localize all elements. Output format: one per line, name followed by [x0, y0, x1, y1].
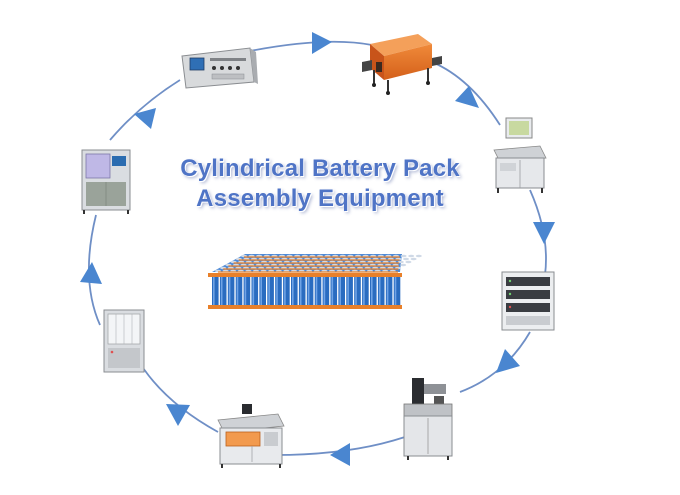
cell-body	[322, 276, 330, 306]
cell-highlight	[363, 276, 365, 306]
cell-body	[219, 276, 227, 306]
shrink-tunnel-icon	[362, 34, 442, 95]
cell-highlight	[228, 276, 231, 306]
cell-cap	[397, 260, 404, 264]
enclosed-workcell-icon	[103, 309, 145, 373]
cell-cap	[400, 263, 407, 267]
flow-arrow-6	[166, 404, 190, 426]
flow-arrow-2	[455, 86, 479, 108]
title-line-2: Assembly Equipment	[196, 185, 444, 212]
cell-body	[385, 276, 393, 306]
inspection-machine-icon	[81, 149, 131, 214]
tester-console-icon	[181, 47, 258, 89]
flow-arrow-3	[533, 222, 555, 244]
cycle-path	[87, 40, 547, 456]
title-line-1: Cylindrical Battery Pack	[180, 155, 460, 182]
cell-highlight	[299, 276, 302, 306]
cell-highlight	[252, 276, 255, 306]
spot-welder-icon	[403, 378, 453, 460]
cell-highlight	[220, 276, 223, 306]
grading-cabinet-icon	[501, 271, 555, 331]
cell-highlight	[386, 276, 389, 306]
cell-body	[330, 276, 338, 306]
cell-highlight	[284, 276, 286, 306]
cell-body	[243, 276, 251, 306]
cell-body	[259, 276, 266, 306]
cell-highlight	[213, 276, 215, 306]
flow-arrow-5	[330, 443, 350, 466]
cell-cap	[408, 254, 415, 258]
flow-arrow-4	[496, 349, 520, 373]
cell-highlight	[331, 276, 334, 306]
cell-body	[354, 276, 361, 306]
cell-body	[235, 276, 243, 306]
cell-highlight	[315, 276, 318, 306]
cell-highlight	[292, 276, 294, 306]
cell-highlight	[307, 276, 310, 306]
cell-body	[267, 276, 274, 306]
cell-body	[275, 276, 282, 306]
flow-arrow-8	[134, 108, 156, 129]
cell-highlight	[378, 276, 381, 306]
cell-body	[346, 276, 353, 306]
cell-highlight	[244, 276, 247, 306]
cell-body	[251, 276, 259, 306]
cell-body	[306, 276, 314, 306]
cell-cap	[405, 260, 412, 264]
cell-body	[362, 276, 369, 306]
cell-cap	[410, 257, 417, 261]
cell-body	[314, 276, 322, 306]
cell-highlight	[355, 276, 357, 306]
cell-highlight	[339, 276, 341, 306]
cell-body	[370, 276, 377, 306]
flow-arrow-7	[80, 262, 102, 284]
cell-highlight	[323, 276, 326, 306]
sorting-machine-icon	[493, 117, 547, 193]
cell-highlight	[371, 276, 373, 306]
cell-cap	[403, 257, 409, 261]
cell-body	[377, 276, 385, 306]
cell-cap	[400, 254, 407, 258]
cell-body	[338, 276, 345, 306]
cell-highlight	[347, 276, 349, 306]
cell-body	[212, 276, 219, 306]
cell-highlight	[276, 276, 278, 306]
flow-arrow-1	[312, 32, 332, 54]
cell-highlight	[236, 276, 239, 306]
laser-welder-icon	[217, 404, 285, 468]
cell-highlight	[268, 276, 270, 306]
front-strip-top	[208, 273, 402, 277]
cell-body	[393, 276, 401, 306]
front-strip-bottom	[208, 305, 402, 309]
battery-pack-image	[208, 254, 422, 309]
cell-body	[227, 276, 235, 306]
cell-body	[291, 276, 298, 306]
cell-body	[298, 276, 306, 306]
cell-highlight	[394, 276, 397, 306]
cell-body	[283, 276, 290, 306]
cell-cap	[415, 254, 422, 258]
cell-highlight	[260, 276, 262, 306]
